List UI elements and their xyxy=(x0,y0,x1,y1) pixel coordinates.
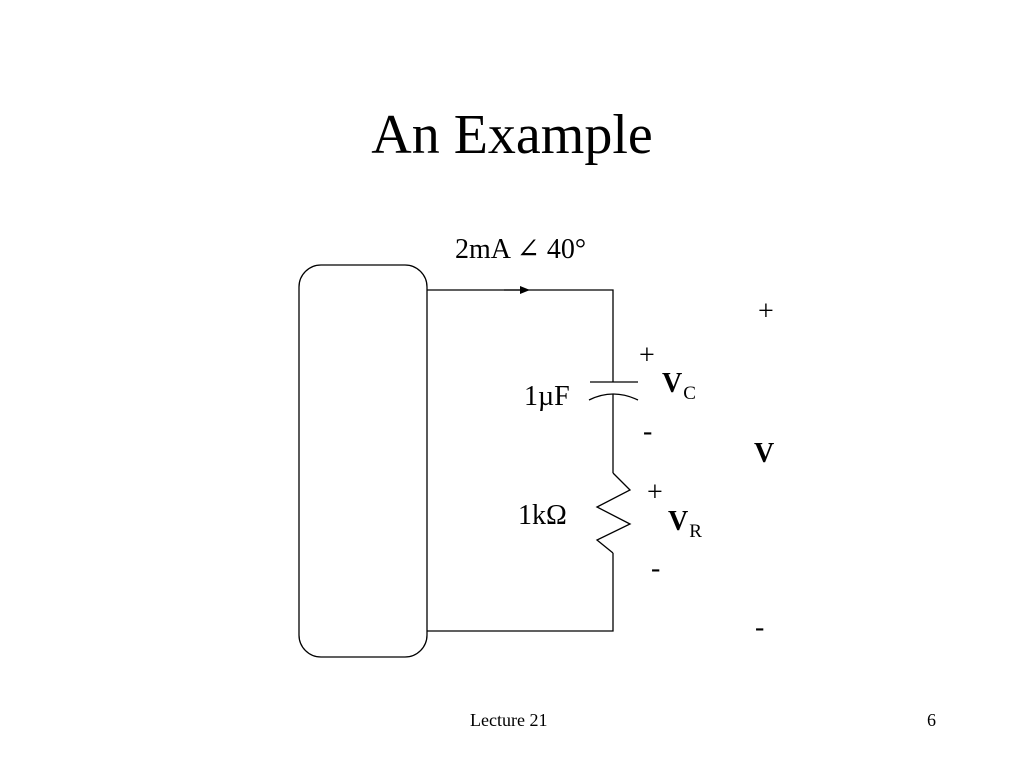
source-box xyxy=(298,264,428,658)
vc-subscript: C xyxy=(683,383,696,404)
slide-title: An Example xyxy=(371,104,653,166)
current-label: 2mA ∠ 40° xyxy=(455,234,587,265)
v-total-label: V xyxy=(754,438,775,469)
vc-minus: - xyxy=(643,416,653,447)
v-total-minus: - xyxy=(755,612,765,643)
vr-minus: - xyxy=(651,553,661,584)
vc-label: VC xyxy=(662,368,696,404)
page-number: 6 xyxy=(927,710,936,730)
vr-subscript: R xyxy=(689,521,702,542)
vc-main: V xyxy=(662,368,683,399)
resistor-zigzag xyxy=(595,472,632,554)
top-wire xyxy=(427,289,614,382)
vr-main: V xyxy=(668,506,689,537)
capacitor-label: 1µF xyxy=(524,381,570,412)
vr-plus: + xyxy=(647,477,663,508)
current-arrow-head xyxy=(520,286,530,294)
v-total-plus: + xyxy=(758,296,774,327)
vc-plus: + xyxy=(639,340,655,371)
footer-lecture: Lecture 21 xyxy=(470,710,548,730)
resistor-label: 1kΩ xyxy=(518,500,567,531)
bottom-wire xyxy=(427,553,614,632)
vr-label: VR xyxy=(668,506,702,542)
